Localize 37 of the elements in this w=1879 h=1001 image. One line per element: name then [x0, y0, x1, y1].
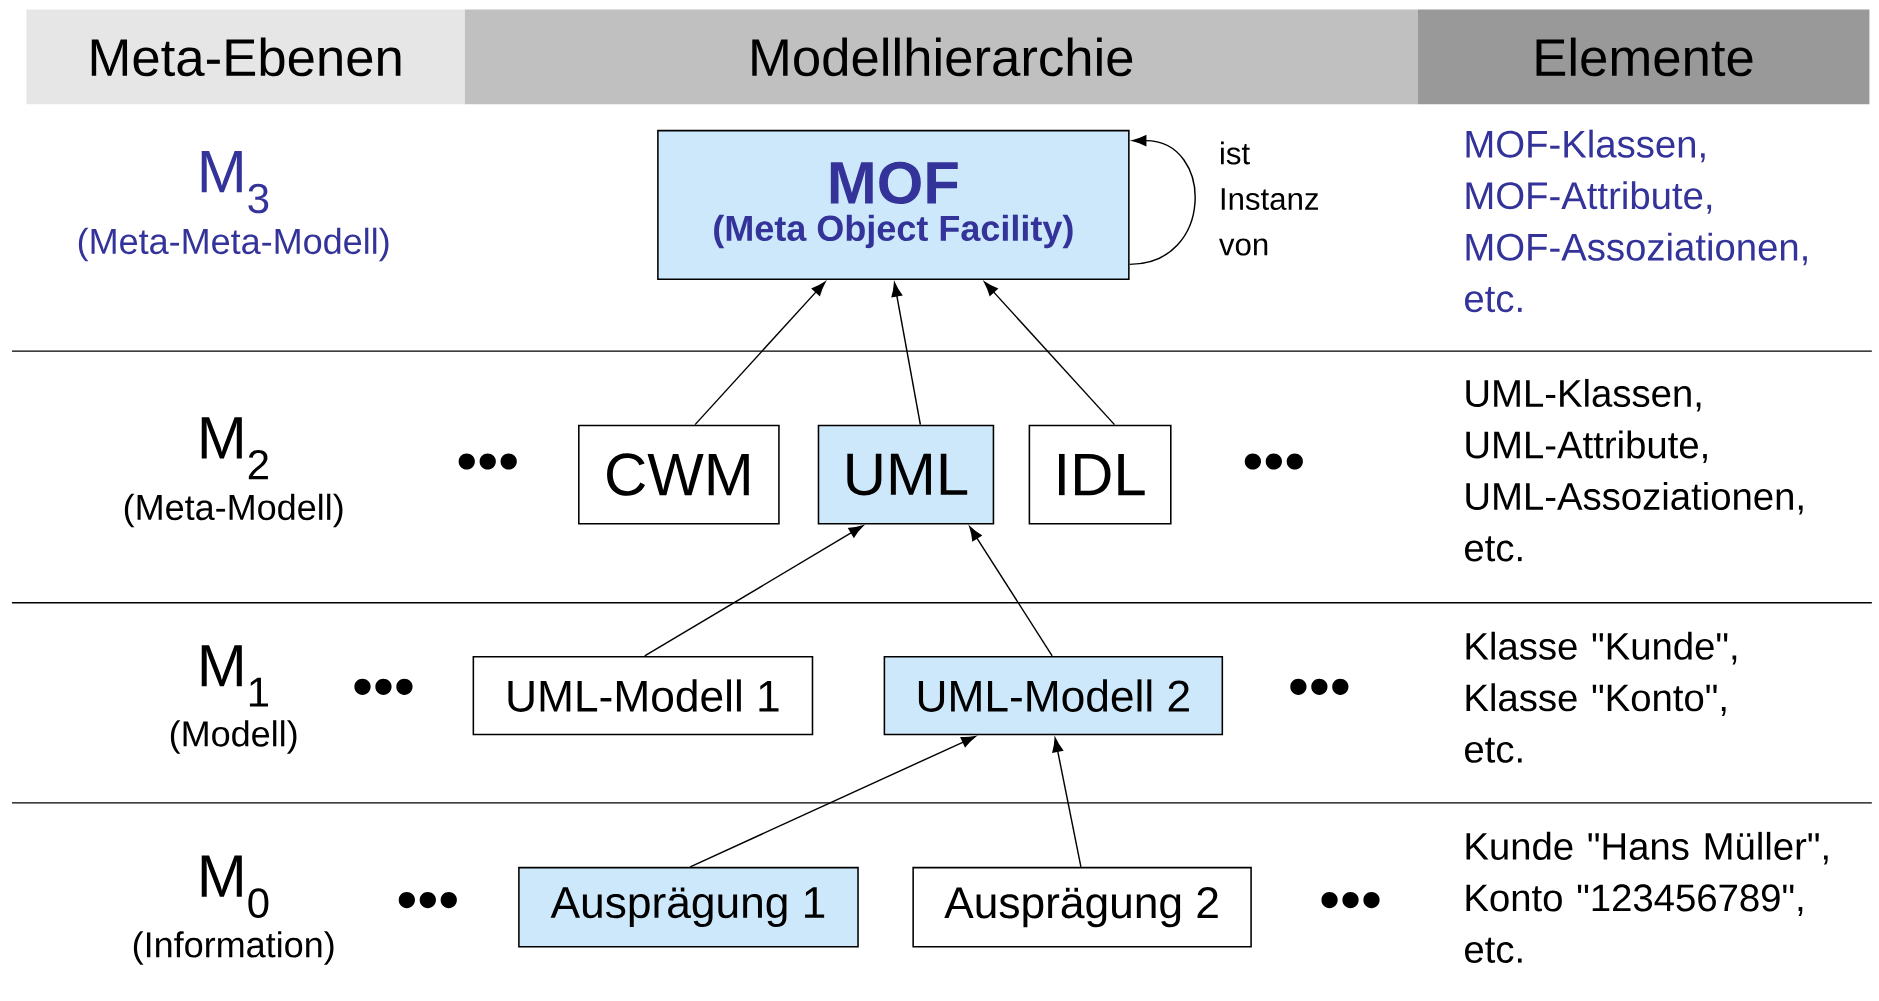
ellipsis: •••	[1244, 453, 1303, 470]
element-list: Klasse "Kunde", Klasse "Konto", etc.	[1465, 631, 1737, 764]
header-cell: Meta-Ebenen	[26, 9, 465, 105]
level-caption: (Meta-Meta-Modell)	[78, 227, 389, 262]
arrow	[1052, 737, 1082, 868]
header-cell: Modellhierarchie	[464, 9, 1418, 105]
model-box: MOF (Meta Object Facility)	[657, 130, 1130, 281]
arrow	[891, 282, 922, 426]
model-box: Ausprägung 2	[912, 867, 1252, 948]
arrow	[1128, 135, 1196, 266]
model-box: IDL	[1028, 424, 1172, 525]
model-box: CWM	[578, 424, 780, 525]
arrow	[694, 281, 826, 426]
level-caption: (Information)	[133, 931, 334, 965]
level-caption: (Modell)	[170, 720, 297, 754]
level-label: M$_{0}$	[201, 855, 269, 919]
element-list: Kunde "Hans Müller", Konto "123456789", etc.	[1465, 832, 1828, 964]
level-label: M$_{1}$	[201, 645, 268, 707]
ellipsis: •••	[398, 892, 457, 909]
model-box: UML-Modell 1	[472, 656, 814, 736]
model-box: Ausprägung 1	[518, 867, 859, 948]
ellipsis: •••	[1321, 892, 1380, 909]
arrow	[644, 525, 864, 657]
ellipsis: •••	[458, 453, 517, 470]
level-caption: (Meta-Modell)	[124, 493, 343, 528]
element-list: MOF-Klassen, MOF-Attribute, MOF-Assoziationen, etc.	[1465, 129, 1807, 313]
model-box: UML-Modell 2	[883, 656, 1224, 736]
level-label: M$_{2}$	[201, 417, 268, 480]
arrow	[969, 526, 1053, 657]
arrow	[689, 736, 976, 868]
ellipsis: •••	[354, 678, 413, 696]
ellipsis: •••	[1290, 678, 1349, 696]
edge-label: ist Instanz von	[1219, 141, 1318, 256]
model-box: UML	[817, 424, 995, 525]
element-list: UML-Klassen, UML-Attribute, UML-Assoziationen, etc.	[1465, 379, 1803, 562]
arrow	[984, 281, 1116, 426]
header-cell: Elemente	[1417, 9, 1870, 105]
